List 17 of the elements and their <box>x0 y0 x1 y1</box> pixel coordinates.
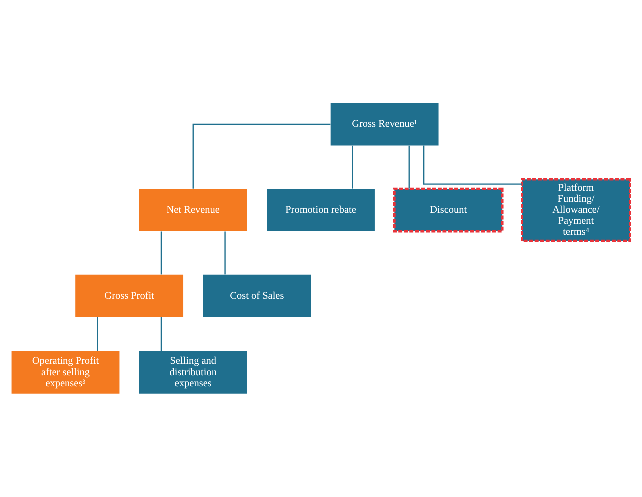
node-box: Promotion rebate <box>267 189 375 232</box>
connector <box>408 146 410 189</box>
node-box: Platform Funding/ Allowance/ Payment terms⁴ <box>521 178 632 242</box>
connector <box>160 317 162 352</box>
connector <box>224 232 226 275</box>
connector <box>352 146 354 189</box>
node-box: Discount <box>393 188 504 233</box>
node-box: Gross Revenue¹ <box>330 103 439 146</box>
connector <box>192 124 331 189</box>
node-box: Net Revenue <box>139 189 248 232</box>
connector <box>160 232 162 275</box>
node-box: Gross Profit <box>76 274 184 318</box>
node-box: Operating Profit after selling expenses³ <box>12 351 120 394</box>
connector <box>97 317 98 352</box>
node-box: Selling and distribution expenses <box>139 351 248 394</box>
node-box: Cost of Sales <box>203 274 312 318</box>
connector <box>423 146 522 185</box>
